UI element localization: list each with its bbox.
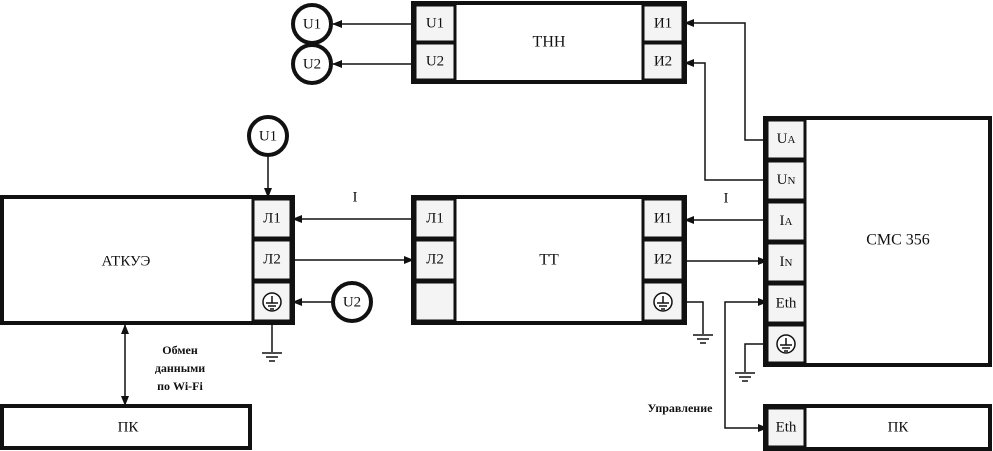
tt-terminal-i1: И1 [654, 210, 672, 226]
tt-block: Л1 Л2 И1 И2 ТТ [411, 195, 687, 325]
tt-terminal-l2: Л2 [426, 251, 444, 267]
wire-tt-ground [685, 301, 704, 334]
thn-terminal-u2: U2 [426, 53, 444, 69]
ground-icon [734, 372, 756, 382]
wifi-label-line2: данными [155, 361, 205, 375]
tt-terminal-l1: Л1 [426, 210, 444, 226]
cmc-terminal-un: UN [777, 172, 796, 188]
source-label: U2 [303, 56, 321, 72]
cmc-terminal-in: IN [780, 254, 793, 270]
cmc-title: CMC 356 [866, 232, 930, 249]
thn-terminal-i1: И1 [654, 15, 672, 31]
pc-left-title: ПК [118, 419, 140, 435]
current-label: I [353, 189, 358, 205]
wifi-label-line1: Обмен [162, 343, 198, 357]
ground-terminal-icon [262, 292, 282, 312]
control-label: Управление [648, 401, 714, 415]
pc-right-block: Eth ПК [763, 404, 992, 451]
wire-eth-control [724, 298, 768, 432]
thn-source-u1: U1 [291, 3, 333, 45]
atkue-terminal-l2: Л2 [263, 251, 281, 267]
atkue-source-u1: U1 [247, 115, 289, 157]
ground-icon [261, 352, 283, 362]
thn-title: ТНН [533, 34, 566, 51]
atkue-block: Л1 Л2 АТКУЭ [0, 195, 295, 325]
wire-un-thn-i2 [684, 59, 767, 181]
wire-ua-thn-i1 [684, 19, 767, 141]
atkue-source-u2: U2 [331, 281, 373, 323]
pc-terminal-eth: Eth [776, 419, 797, 435]
wifi-label-line3: по Wi-Fi [157, 379, 203, 393]
pc-left-block: ПК [0, 404, 252, 450]
source-label: U1 [303, 16, 321, 32]
thn-block: U1 U2 И1 И2 ТНН [411, 1, 687, 84]
source-label: U1 [259, 128, 277, 144]
cmc-terminal-ua: UA [777, 131, 796, 147]
cmc-terminal-eth: Eth [776, 295, 797, 311]
ground-terminal-icon [653, 292, 673, 312]
source-label: U2 [343, 294, 361, 310]
pc-right-title: ПК [888, 419, 910, 435]
atkue-terminal-l1: Л1 [263, 210, 281, 226]
atkue-title: АТКУЭ [102, 253, 151, 269]
cmc356-block: UA UN IA IN Eth CMC 356 [763, 116, 992, 367]
thn-source-u2: U2 [291, 43, 333, 85]
ground-icon [692, 334, 714, 344]
tt-terminal-i2: И2 [654, 251, 672, 267]
ground-terminal-icon [776, 334, 796, 354]
thn-terminal-i2: И2 [654, 53, 672, 69]
thn-terminal-u1: U1 [426, 15, 444, 31]
current-label: I [724, 190, 729, 206]
cmc-terminal-ia: IA [780, 213, 793, 229]
tt-title: ТТ [539, 252, 559, 269]
